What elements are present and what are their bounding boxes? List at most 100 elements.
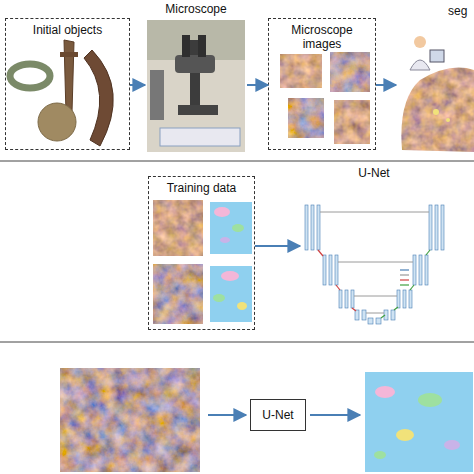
segmentation-illustration: [410, 60, 430, 70]
inference-segmentation: [418, 393, 442, 407]
training-image-pairs: [220, 237, 230, 243]
flow-arrow: [255, 245, 300, 247]
inference-segmentation: [374, 451, 386, 459]
unet-architecture: [345, 290, 348, 308]
segmentation-illustration: [401, 36, 474, 152]
node-label: U-Net: [262, 408, 293, 422]
unet-architecture: [329, 255, 332, 285]
training-image-pairs: [232, 224, 244, 232]
unet-architecture: [391, 310, 395, 320]
unet-architecture: [410, 285, 414, 290]
node-label: seg: [448, 4, 474, 18]
unet-architecture: [381, 315, 385, 318]
unet-architecture: [400, 284, 409, 285]
illustration-block: U-Net: [300, 166, 448, 316]
dashed-group-box: Initial objects: [5, 18, 130, 150]
artifact-photos: [10, 64, 50, 88]
microscope-image-tiles: [330, 52, 370, 92]
artifact-photos: [38, 103, 76, 141]
unet-architecture: [305, 205, 444, 324]
node-label: Training data: [152, 181, 252, 195]
microscope-image-tiles: [334, 100, 370, 144]
artifact-photos: [64, 40, 74, 114]
unet-architecture: [394, 307, 398, 310]
unet-architecture: [400, 279, 409, 280]
flow-arrow: [310, 414, 360, 416]
unet-architecture: [441, 205, 444, 250]
microscope-photo: [182, 35, 190, 57]
artifact-photos: [84, 50, 113, 146]
inference-photo: [60, 368, 200, 472]
inference-segmentation: [365, 372, 473, 472]
inference-photo: [60, 368, 200, 472]
segmentation-illustration: [430, 50, 444, 62]
segmentation-illustration: [414, 36, 426, 48]
unet-architecture: [400, 274, 409, 275]
unet-architecture: [318, 250, 430, 318]
process-box: U-Net: [250, 399, 306, 431]
unet-architecture: [351, 290, 354, 308]
dashed-group-box: Training data: [148, 176, 255, 330]
training-image-pairs: [213, 294, 225, 302]
unet-architecture: [338, 262, 413, 263]
inference-segmentation: [365, 372, 473, 472]
unet-architecture: [354, 296, 397, 297]
unet-architecture: [305, 205, 308, 250]
unet-architecture: [323, 255, 326, 285]
artifact-photos: [10, 40, 113, 146]
node-label: Microscope: [145, 2, 247, 16]
segmentation-illustration: [446, 118, 450, 122]
band-divider: [0, 161, 474, 342]
microscope-image-tiles: [288, 98, 324, 138]
unet-architecture: [335, 255, 338, 285]
unet-architecture: [419, 255, 422, 285]
unet-architecture: [336, 285, 340, 290]
training-image-pairs: [153, 200, 203, 256]
microscope-photo: [175, 55, 215, 73]
training-image-pairs: [210, 266, 252, 322]
band-divider: [0, 342, 474, 343]
illustration-block: Microscope: [145, 2, 247, 154]
unet-architecture: [376, 318, 381, 324]
microscope-photo: [160, 128, 240, 146]
unet-architecture: [311, 205, 314, 250]
training-image-pairs: [153, 264, 203, 324]
microscope-photo: [150, 70, 164, 120]
dashed-group-box: Microscope images: [268, 18, 376, 150]
unet-architecture: [366, 313, 384, 314]
illustration-block: seg: [396, 4, 474, 154]
training-image-pairs: [153, 200, 252, 324]
unet-architecture: [362, 310, 366, 320]
flow-arrow: [130, 84, 145, 86]
unet-architecture: [368, 318, 373, 324]
unet-architecture: [429, 205, 432, 250]
unet-architecture: [426, 250, 430, 255]
node-label: U-Net: [304, 166, 444, 180]
segmentation-illustration: [401, 68, 474, 152]
unet-architecture: [409, 290, 412, 308]
microscope-image-tiles: [280, 54, 322, 88]
unet-architecture: [318, 250, 323, 256]
unet-architecture: [413, 255, 416, 285]
unet-architecture: [355, 310, 359, 320]
artifact-photos: [60, 52, 78, 57]
unet-architecture: [403, 290, 406, 308]
unet-architecture: [317, 205, 320, 250]
inference-segmentation: [396, 429, 414, 441]
segmentation-illustration: [433, 109, 439, 115]
unet-architecture: [400, 269, 409, 270]
training-image-pairs: [214, 207, 230, 217]
unet-architecture: [320, 212, 429, 313]
unet-architecture: [397, 290, 400, 308]
training-image-pairs: [210, 202, 252, 254]
node-label: Initial objects: [8, 23, 127, 37]
node-label: Microscope images: [282, 23, 362, 51]
unet-architecture: [320, 212, 429, 213]
microscope-photo: [178, 105, 218, 115]
inference-segmentation: [444, 440, 460, 450]
training-image-pairs: [221, 271, 239, 281]
